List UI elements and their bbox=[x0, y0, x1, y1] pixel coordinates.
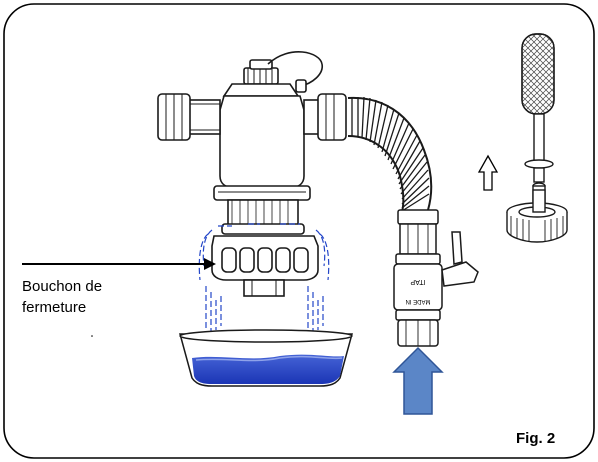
svg-text:MADE IN: MADE IN bbox=[405, 298, 430, 304]
flow-arrow-icon bbox=[392, 346, 444, 415]
filter-assembly bbox=[157, 51, 347, 297]
figure-label: Fig. 2 bbox=[516, 430, 556, 447]
water-drips bbox=[198, 223, 330, 334]
callout-label-line1: Bouchon de bbox=[22, 278, 103, 295]
svg-text:ITAP: ITAP bbox=[410, 278, 425, 285]
callout-arrow bbox=[22, 258, 216, 270]
callout-label: Bouchon de fermeture bbox=[22, 276, 172, 318]
figure-border bbox=[3, 3, 595, 459]
filter-mesh-icon bbox=[506, 33, 568, 243]
up-arrow-icon bbox=[477, 154, 499, 191]
dot-mark bbox=[91, 335, 93, 337]
flexible-hose bbox=[347, 96, 433, 213]
ball-valve: ITAP MADE IN bbox=[393, 209, 479, 347]
callout-label-line2: fermeture bbox=[22, 299, 87, 316]
drain-basin bbox=[179, 329, 353, 387]
